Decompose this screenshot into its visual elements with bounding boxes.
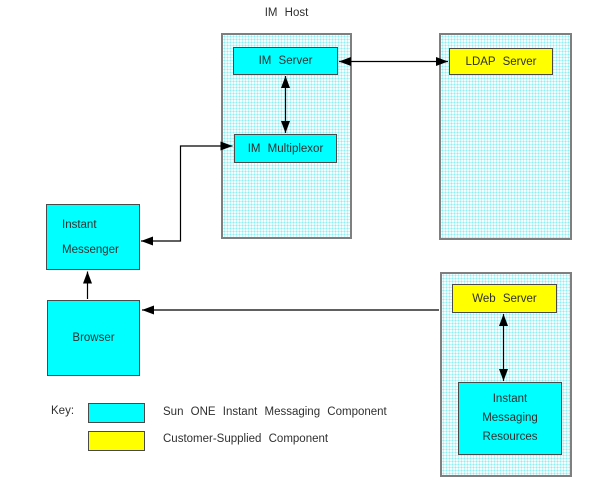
instant-messenger-label-line1: Instant: [62, 218, 97, 231]
browser-label: Browser: [72, 332, 115, 344]
key-label-customer-supplied-component: Customer-Supplied Component: [163, 433, 329, 445]
web-server-box: Web Server: [452, 284, 557, 313]
im-multiplexor-label: IM Multiplexor: [247, 142, 324, 155]
ldap-server-label: LDAP Server: [465, 55, 537, 68]
im-resources-box: Instant Messaging Resources: [458, 382, 562, 455]
key-label-sun-one-component: Sun ONE Instant Messaging Component: [163, 406, 387, 418]
key-heading: Key:: [51, 405, 75, 417]
im-multiplexor-box: IM Multiplexor: [234, 134, 337, 163]
im-host-title: IM Host: [264, 7, 309, 19]
key-swatch-customer-supplied-component: [88, 431, 145, 451]
im-server-label: IM Server: [258, 55, 313, 67]
im-resources-label-line2: Messaging: [482, 412, 538, 424]
web-server-label: Web Server: [472, 292, 537, 305]
im-resources-label-line1: Instant: [492, 393, 528, 405]
im-server-box: IM Server: [233, 47, 338, 75]
browser-box: Browser: [47, 300, 140, 376]
ldap-server-box: LDAP Server: [449, 48, 553, 75]
im-resources-label-line3: Resources: [482, 431, 538, 443]
instant-messenger-label-line2: Messenger: [62, 243, 119, 256]
key-swatch-sun-one-component: [88, 403, 145, 423]
arrow-instant-messenger-im-multiplexor: [141, 141, 233, 246]
instant-messenger-box: Instant Messenger: [46, 204, 140, 270]
